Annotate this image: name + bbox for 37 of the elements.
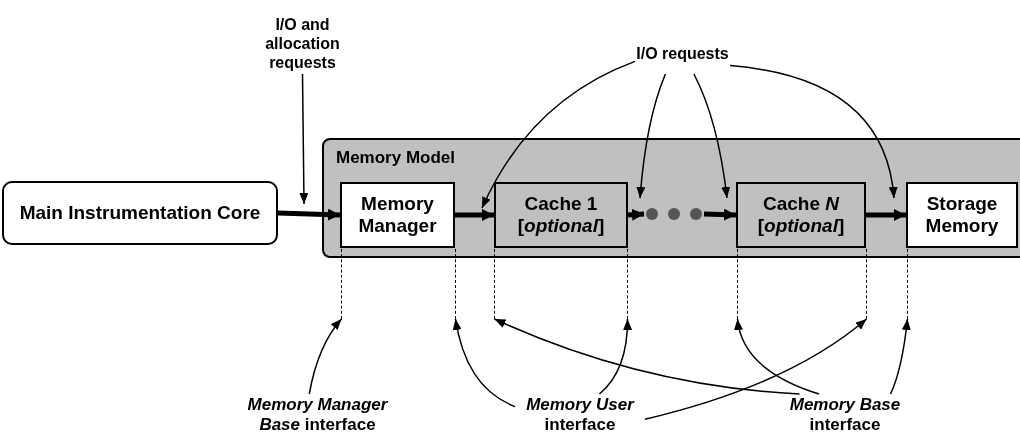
leader-arrow xyxy=(493,318,801,395)
leader-arrow xyxy=(729,64,898,199)
interface-line xyxy=(341,249,342,319)
interface-line xyxy=(907,249,908,319)
leader-arrow xyxy=(308,318,343,395)
flow-arrow xyxy=(703,208,737,221)
process-box: Storage Memory xyxy=(906,182,1018,248)
process-box: Main Instrumentation Core xyxy=(2,181,278,245)
interface-line xyxy=(455,249,456,319)
leader-arrow xyxy=(734,318,820,395)
process-box: Cache N [optional] xyxy=(736,182,866,248)
process-box: Cache 1 [optional] xyxy=(494,182,628,248)
interface-line xyxy=(737,249,738,319)
flow-arrow xyxy=(455,209,494,221)
leader-arrow xyxy=(644,318,868,420)
leader-arrow xyxy=(598,318,632,395)
leader-arrow xyxy=(453,318,516,408)
interface-line xyxy=(494,249,495,319)
annotation-text: Memory Manager Base interface xyxy=(235,394,400,436)
annotation-text: Memory Base interface xyxy=(780,394,910,436)
annotation-text: Memory User interface xyxy=(515,394,645,436)
flow-arrow xyxy=(866,209,906,221)
process-box: Memory Manager xyxy=(340,182,455,248)
interface-line xyxy=(627,249,628,319)
memory-model-panel xyxy=(322,138,1020,258)
leader-arrow xyxy=(636,73,667,199)
interface-line xyxy=(866,249,867,319)
flow-arrow xyxy=(627,208,645,221)
panel-title: Memory Model xyxy=(336,148,456,168)
flow-arrow xyxy=(277,208,341,221)
leader-arrow xyxy=(889,318,911,395)
leader-arrow xyxy=(693,73,731,199)
leader-arrow xyxy=(481,60,636,209)
ellipsis-dots-icon xyxy=(644,206,704,222)
annotation-text: I/O and allocation requests xyxy=(255,12,350,74)
leader-arrow xyxy=(299,73,309,205)
annotation-text: I/O requests xyxy=(635,32,730,74)
